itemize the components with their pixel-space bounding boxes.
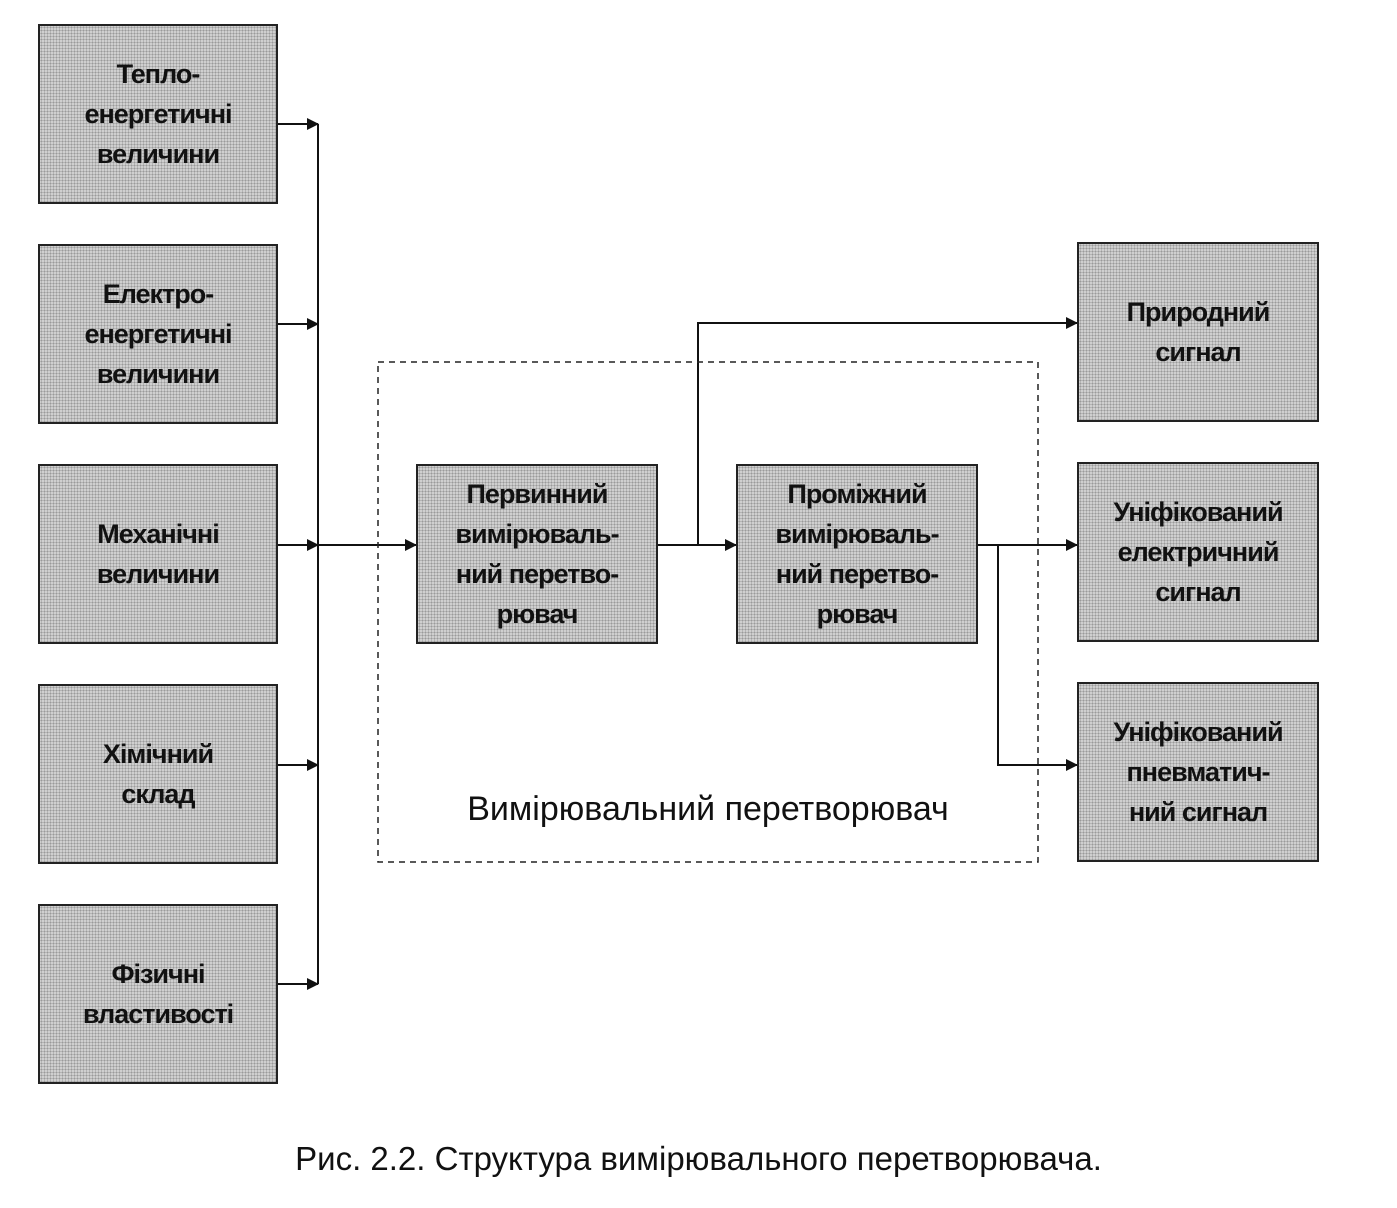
intermediate-converter-label: Проміжний вимірюваль- ний перетво- рювач (775, 479, 939, 629)
input-box-physical: Фізичні властивості (38, 904, 278, 1084)
intermediate-converter-box: Проміжний вимірюваль- ний перетво- рювач (736, 464, 978, 644)
primary-to-natural-arrow (697, 317, 1078, 545)
primary-converter-label: Первинний вимірюваль- ний перетво- рювач (455, 479, 619, 629)
output-label-unified-electric: Уніфікований електричний сигнал (1113, 497, 1283, 607)
figure-caption: Рис. 2.2. Структура вимірювального перет… (295, 1140, 1102, 1177)
input-box-thermal-energy: Тепло- енергетичні величини (38, 24, 278, 204)
converter-frame-label: Вимірювальний перетворювач (467, 790, 949, 828)
input-label-physical: Фізичні властивості (82, 959, 234, 1029)
output-box-unified-electric: Уніфікований електричний сигнал (1077, 462, 1319, 642)
input-box-mechanical: Механічні величини (38, 464, 278, 644)
input-label-electrical-energy: Електро- енергетичні величини (84, 279, 232, 389)
primary-converter-box: Первинний вимірюваль- ний перетво- рювач (416, 464, 658, 644)
input-box-chemical: Хімічний склад (38, 684, 278, 864)
input-box-electrical-energy: Електро- енергетичні величини (38, 244, 278, 424)
input-label-chemical: Хімічний склад (102, 739, 214, 809)
output-label-natural-signal: Природний сигнал (1126, 297, 1271, 367)
input-label-mechanical: Механічні величини (96, 519, 220, 589)
input-label-thermal-energy: Тепло- енергетичні величини (84, 59, 232, 169)
output-box-natural-signal: Природний сигнал (1077, 242, 1319, 422)
output-label-unified-pneumatic: Уніфікований пневматич- ний сигнал (1113, 717, 1283, 827)
output-box-unified-pneumatic: Уніфікований пневматич- ний сигнал (1077, 682, 1319, 862)
converter-frame (377, 361, 1039, 863)
intermediate-to-pneumatic-arrow (997, 545, 1078, 771)
